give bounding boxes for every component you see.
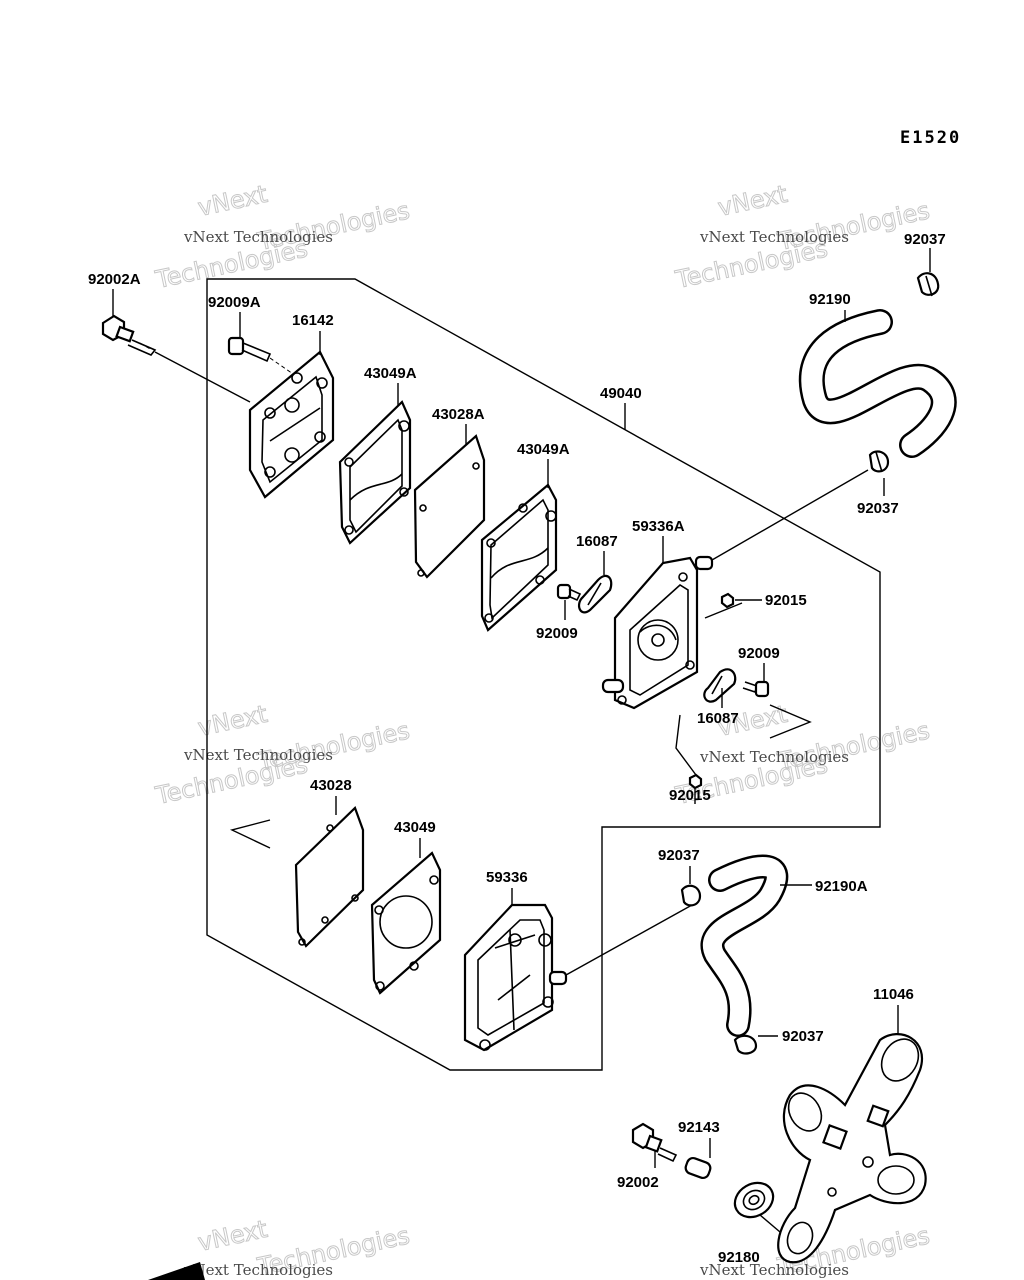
part-label: 92037 (658, 847, 700, 864)
watermark-line: vNext Technologies (699, 748, 849, 766)
bracket-11046 (777, 1033, 927, 1264)
part-label: 92037 (904, 231, 946, 248)
diagram-code: E1520 (900, 128, 961, 148)
clip-92037 (680, 884, 702, 907)
gasket-43049a (338, 400, 412, 545)
screw-92009 (742, 680, 770, 698)
leader-line (154, 351, 251, 403)
part-label: 16087 (576, 533, 618, 550)
part-label: 43028 (310, 777, 352, 794)
watermark-line: vNext Technologies (183, 1261, 333, 1279)
part-label: 49040 (600, 385, 642, 402)
part-label: 16087 (697, 710, 739, 727)
leader-line (675, 714, 697, 776)
gasket-43049 (370, 851, 442, 995)
leader-line (704, 602, 743, 619)
screw-92009a (227, 336, 297, 377)
part-label: 92009A (208, 294, 261, 311)
part-label: 92009 (536, 625, 578, 642)
bolt-92002 (631, 1122, 678, 1163)
watermark: vNext Technologies vNext Technologies (183, 1214, 413, 1280)
part-label: 92037 (782, 1028, 824, 1045)
part-label: 92002 (617, 1174, 659, 1191)
partial-part (148, 1262, 205, 1280)
clip-92037 (868, 450, 890, 473)
part-label: 92037 (857, 500, 899, 517)
part-label: 92190 (809, 291, 851, 308)
part-label: 43049A (517, 441, 570, 458)
gasket-43049a (480, 483, 558, 632)
bolt-92002a (101, 314, 157, 356)
part-label: 16142 (292, 312, 334, 329)
collar-92143 (684, 1156, 712, 1180)
watermark-word: vNext (715, 180, 789, 222)
part-label: 92190A (815, 878, 868, 895)
watermark-line: vNext Technologies (183, 228, 333, 246)
part-label: 59336A (632, 518, 685, 535)
diaphragm-43028a (413, 434, 486, 579)
part-label: 11046 (873, 986, 914, 1003)
watermark-line: vNext Technologies (699, 1261, 849, 1279)
clip-92037 (733, 1034, 758, 1055)
part-label: 43049A (364, 365, 417, 382)
watermark: vNext Technologies vNext Technologies Te… (672, 179, 933, 294)
pump-body-59336a (601, 555, 714, 710)
watermark-line: vNext Technologies (183, 746, 333, 764)
part-label: 59336 (486, 869, 528, 886)
watermark: vNext Technologies vNext Technologies Te… (152, 699, 413, 810)
screw-92009 (556, 583, 582, 602)
leader-line (711, 469, 869, 561)
hose-92190a (700, 854, 789, 1037)
part-label: 92009 (738, 645, 780, 662)
part-label: 92015 (765, 592, 807, 609)
gasket-16087 (577, 574, 613, 614)
part-label: 92002A (88, 271, 141, 288)
gasket-16087 (703, 668, 737, 703)
watermark-word: vNext (195, 180, 269, 222)
assembly-outline (206, 278, 881, 1071)
watermark: vNext Technologies vNext Technologies Te… (152, 179, 413, 294)
hose-92190 (798, 309, 957, 458)
arrow-mark (769, 704, 812, 739)
pump-cover-16142 (248, 350, 335, 499)
leader-line (565, 904, 693, 976)
watermark-word: vNext (195, 1215, 269, 1257)
part-label: 43028A (432, 406, 485, 423)
arrow-mark (229, 819, 271, 849)
clip-92037 (916, 272, 940, 297)
part-label: 92015 (669, 787, 711, 804)
part-label: 92180 (718, 1249, 760, 1266)
part-labels: 92002A 92009A 16142 43049A 43028A 49040 … (88, 231, 946, 1266)
watermark-line: vNext Technologies (699, 228, 849, 246)
part-label: 43049 (394, 819, 436, 836)
part-label: 92143 (678, 1119, 720, 1136)
pump-body-59336 (463, 903, 568, 1052)
diaphragm-43028 (294, 806, 365, 948)
leader-line (759, 1214, 781, 1233)
grommet-92180 (733, 1181, 775, 1219)
clip-92015 (720, 592, 735, 609)
